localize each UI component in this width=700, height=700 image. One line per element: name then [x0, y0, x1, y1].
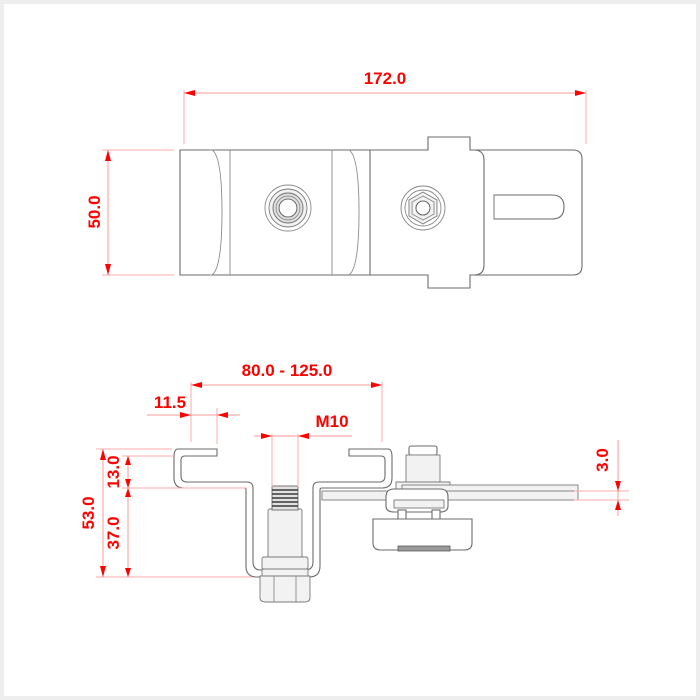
clamp-body-shelf — [393, 499, 445, 509]
dimension-thread-size: M10 — [254, 412, 352, 487]
dimension-clamp-range: 80.0 - 125.0 — [190, 361, 383, 442]
dim-label-clamp-range: 80.0 - 125.0 — [242, 361, 333, 380]
bolt-hole-inner-ring — [275, 195, 301, 221]
top-view-slot — [493, 194, 565, 220]
hex-bolt-bore — [415, 200, 431, 216]
top-view: 172.0 50.0 — [85, 69, 587, 289]
dim-label-overall-length: 172.0 — [364, 69, 407, 88]
top-bolt-shank — [405, 454, 441, 483]
hex-bolt-head-inner — [411, 195, 435, 221]
dim-arrowhead-clamp-right — [371, 382, 382, 388]
left-hook-profile — [173, 448, 276, 578]
bolt-hole-bore — [278, 198, 298, 218]
dim-arrowhead-right — [575, 90, 586, 96]
dimension-overall-width: 50.0 — [85, 149, 174, 276]
dim-arrowhead-h53-bottom — [100, 566, 106, 577]
technical-drawing: 172.0 50.0 — [79, 69, 629, 603]
top-view-left-fold — [210, 149, 223, 276]
top-view-right-fold — [348, 149, 360, 276]
dim-arrowhead-hookw-left — [180, 412, 191, 418]
dimension-hook-depth: 13.0 — [104, 455, 247, 489]
dim-arrowhead-h13-top — [125, 456, 131, 465]
dim-label-hook-depth: 13.0 — [104, 455, 123, 488]
dim-label-overall-height: 53.0 — [79, 496, 98, 529]
dimension-hook-width: 11.5 — [147, 393, 240, 444]
dim-arrowhead-h53-top — [100, 449, 106, 460]
dim-label-hook-width: 11.5 — [154, 393, 186, 412]
dimension-overall-length: 172.0 — [183, 69, 587, 144]
dim-arrowhead-left — [184, 90, 195, 96]
dim-label-thread-size: M10 — [315, 412, 348, 431]
hex-nut-body — [259, 575, 311, 603]
dim-arrowhead-hookw-right — [217, 412, 228, 418]
dimension-overall-height: 53.0 — [79, 448, 252, 578]
dim-arrowhead-h13-bottom — [125, 479, 131, 488]
hex-bolt-outer-ring — [400, 185, 446, 231]
stud-shank — [267, 508, 303, 562]
dim-arrowhead-t3-top — [615, 481, 621, 491]
hex-bolt-mid-ring — [404, 189, 442, 227]
dim-label-bar-thickness: 3.0 — [593, 448, 612, 472]
top-bolt-head — [408, 445, 438, 456]
dim-arrowhead-clamp-left — [191, 382, 202, 388]
dim-arrowhead-top — [105, 150, 111, 161]
dim-arrowhead-m10-right — [298, 433, 309, 439]
bolt-hole-outer-ring — [264, 184, 312, 232]
dimension-bar-thickness: 3.0 — [574, 440, 629, 516]
side-view: 80.0 - 125.0 11.5 M10 — [79, 361, 629, 603]
round-base-pad — [372, 518, 473, 551]
dim-arrowhead-t3-bottom — [615, 500, 621, 510]
dim-arrowhead-m10-left — [261, 433, 272, 439]
dim-label-drop-height: 37.0 — [104, 516, 123, 549]
dim-label-overall-width: 50.0 — [85, 195, 104, 228]
dim-arrowhead-h37-bottom — [125, 568, 131, 577]
nut-washer — [261, 568, 309, 577]
dim-arrowhead-h37-top — [125, 488, 131, 497]
dimension-drop-height: 37.0 — [104, 488, 131, 577]
base-pad-rubber — [397, 545, 451, 552]
stud-flange — [261, 556, 309, 570]
flat-bar-main — [321, 490, 579, 501]
dim-arrowhead-bottom — [105, 264, 111, 275]
